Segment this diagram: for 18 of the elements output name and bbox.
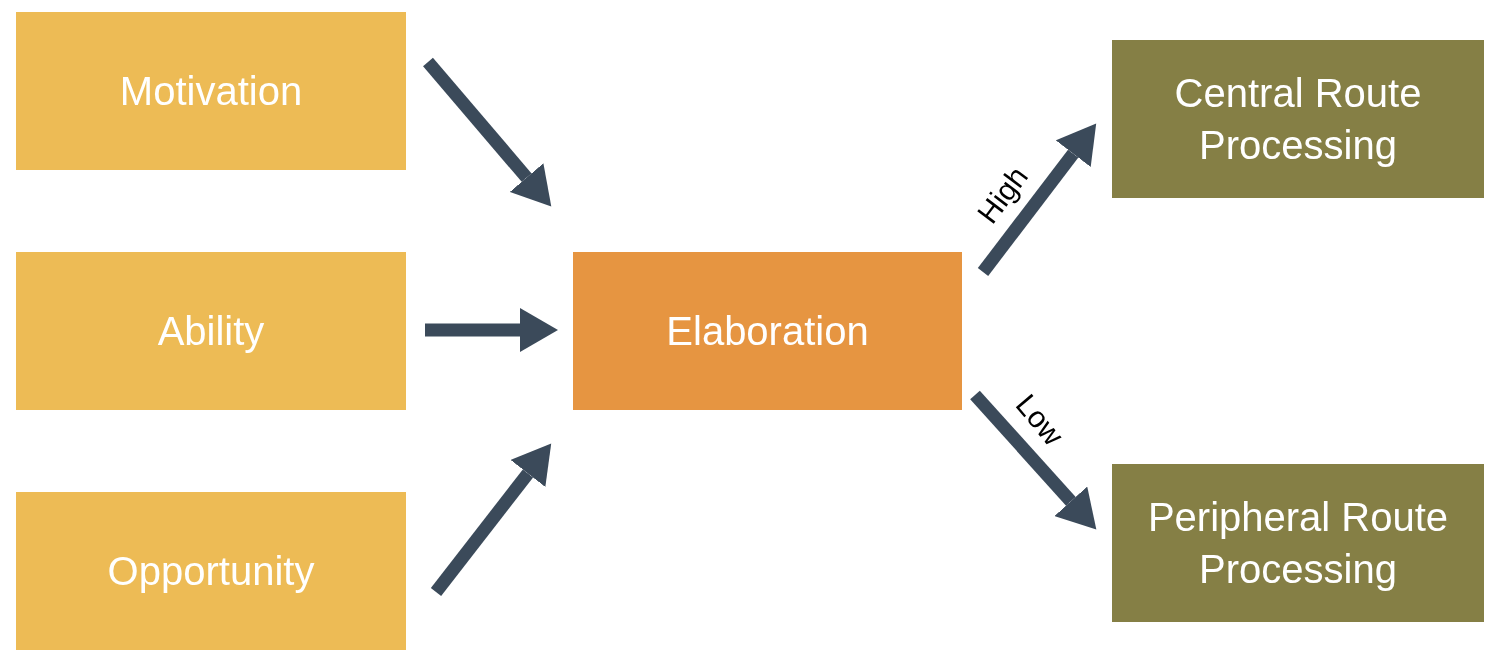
node-label: Elaboration — [666, 308, 869, 355]
node-label: Central Route Processing — [1173, 70, 1423, 169]
arrow — [970, 390, 1097, 530]
arrow — [977, 123, 1097, 276]
factor-box — [16, 492, 406, 650]
arrow — [425, 308, 558, 352]
arrow — [423, 57, 552, 207]
node-label: Opportunity — [107, 548, 315, 595]
outcome-box — [1112, 464, 1484, 622]
factor-box — [16, 252, 406, 410]
outcome-box — [1112, 40, 1484, 198]
process-box — [573, 252, 962, 410]
node-label: Motivation — [119, 68, 303, 115]
node-label: Peripheral Route Processing — [1146, 494, 1450, 593]
node-label: Ability — [157, 308, 265, 355]
arrow — [430, 443, 552, 596]
factor-box — [16, 12, 406, 170]
edge-label: Low — [1009, 388, 1071, 452]
